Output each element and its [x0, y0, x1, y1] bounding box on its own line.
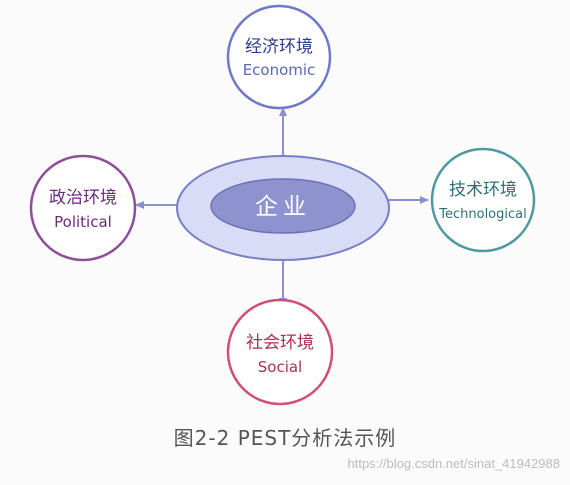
social-cn-label: 社会环境: [246, 333, 314, 353]
political-circle: [29, 154, 137, 262]
node-social: 社会环境 Social: [226, 298, 334, 406]
node-political: 政治环境 Political: [29, 154, 137, 262]
watermark-url: https://blog.csdn.net/sinat_41942988: [347, 456, 561, 471]
economic-cn-label: 经济环境: [245, 37, 313, 57]
social-en-label: Social: [258, 358, 302, 376]
node-economic: 经济环境 Economic: [226, 4, 332, 110]
center-label: 企业: [255, 194, 311, 220]
economic-en-label: Economic: [243, 61, 316, 79]
social-circle: [226, 298, 334, 406]
center-enterprise: 企业: [176, 155, 390, 261]
economic-circle: [226, 4, 332, 110]
technological-cn-label: 技术环境: [449, 180, 517, 200]
node-technological: 技术环境 Technological: [430, 147, 536, 253]
pest-diagram: 企业 经济环境 Economic 政治环境 Political 技术环境 Tec…: [29, 4, 536, 406]
political-cn-label: 政治环境: [49, 188, 117, 208]
center-core: [210, 178, 356, 234]
technological-circle: [430, 147, 536, 253]
political-en-label: Political: [54, 213, 112, 231]
technological-en-label: Technological: [438, 207, 526, 222]
figure-caption: 图2-2 PEST分析法示例: [173, 426, 397, 450]
